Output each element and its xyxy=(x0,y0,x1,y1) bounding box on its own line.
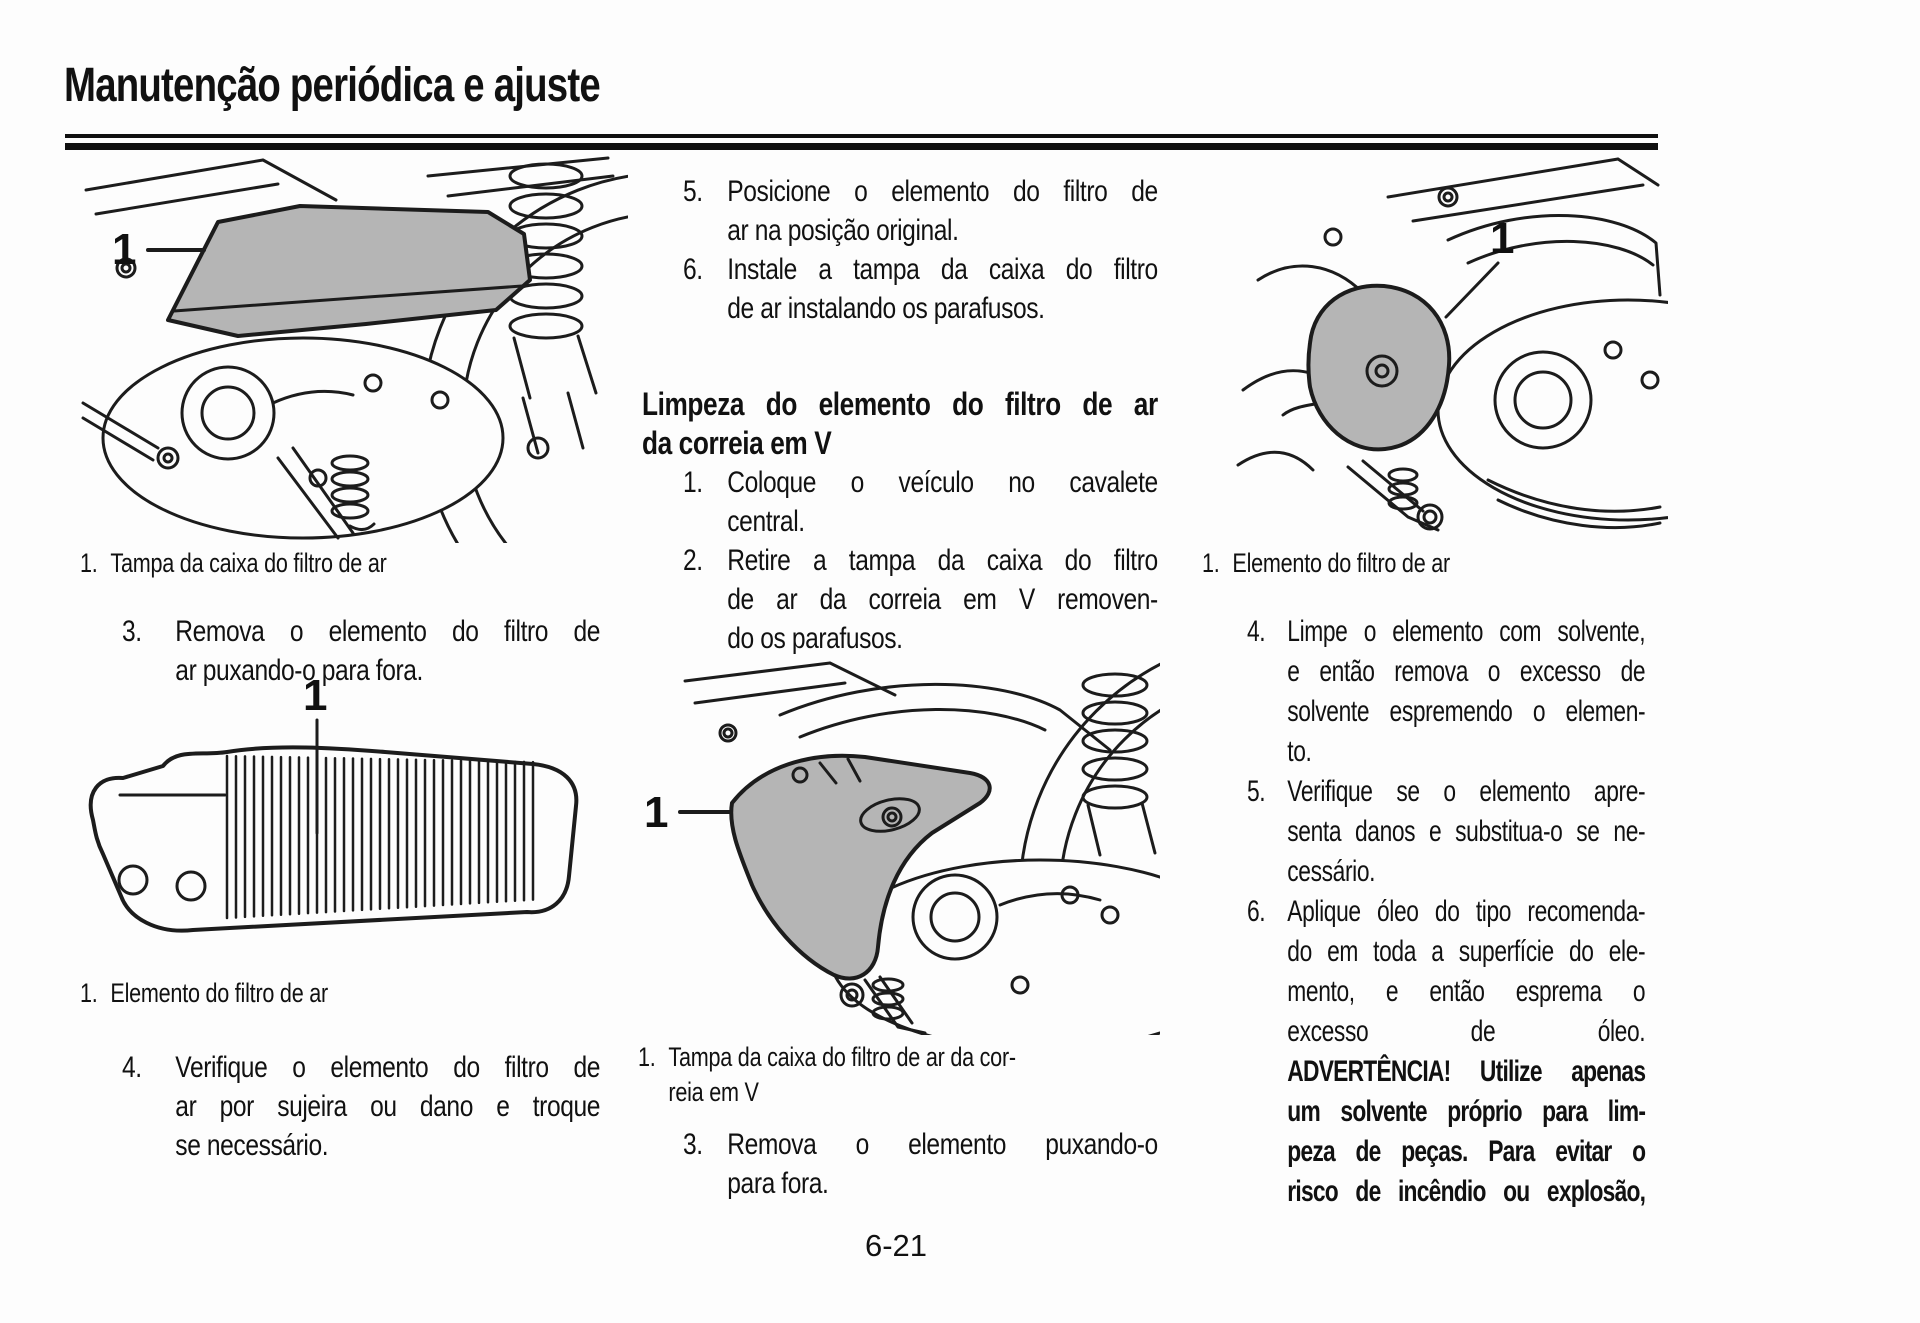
step-number: 3. xyxy=(683,1128,703,1161)
text-line: mento, e então esprema o xyxy=(1287,975,1646,1008)
callout-1-label: 1 xyxy=(644,788,668,837)
figure1-caption: 1. Tampa da caixa do filtro de ar xyxy=(80,548,387,578)
step-number: 4. xyxy=(122,1051,142,1084)
text-line: Tampa da caixa do filtro de ar da cor- xyxy=(668,1042,1016,1072)
body-panel xyxy=(1446,214,1662,297)
warning-text-line: ADVERTÊNCIA! Utilize apenas xyxy=(1287,1055,1646,1088)
right-steps: 4. Limpe o elemento com solvente, e então … xyxy=(1247,612,1646,1212)
text-line: de ar da correia em V removen- xyxy=(727,583,1158,616)
text-line: Verifique o elemento do filtro de xyxy=(175,1051,601,1084)
warning-text-line: peza de peças. Para evitar o xyxy=(1287,1135,1646,1168)
step-number: 5. xyxy=(683,175,703,208)
stand-and-spring xyxy=(81,401,376,540)
callout-1-label: 1 xyxy=(303,671,327,720)
text-line: senta danos e substitua-o se ne- xyxy=(1287,815,1646,848)
text-line: Coloque o veículo no cavalete xyxy=(727,466,1158,499)
figure3-caption: 1. Tampa da caixa do filtro de ar da cor… xyxy=(638,1040,1016,1110)
text-line: se necessário. xyxy=(175,1129,329,1162)
engine-case xyxy=(828,858,1160,1035)
left-step-4: 4. Verifique o elemento do filtro de ar po… xyxy=(122,1048,600,1165)
step-text: Limpe o elemento com solvente, e então re… xyxy=(1287,612,1645,772)
callout-1-label: 1 xyxy=(1490,214,1514,263)
text-line: Aplique óleo do tipo recomenda- xyxy=(1287,895,1646,928)
step-text: Verifique se o elemento apre-senta danos… xyxy=(1287,772,1645,892)
step-number: 1. xyxy=(683,466,703,499)
text-line: ar puxando-o para fora. xyxy=(175,654,423,687)
step-number: 6. xyxy=(683,253,703,286)
vbelt-cover-shaded xyxy=(729,753,992,981)
title-rule-thick xyxy=(65,143,1658,150)
figure-vbelt-filter-cover: 1 xyxy=(640,655,1160,1035)
text-line: Posicione o elemento do filtro de xyxy=(727,175,1158,208)
step-number: 4. xyxy=(1247,615,1266,648)
callout-1-label: 1 xyxy=(112,225,136,274)
text-line: Verifique se o elemento apre- xyxy=(1287,775,1646,808)
text-line: da correia em V xyxy=(642,425,832,461)
body-panel xyxy=(778,682,1112,752)
bodywork-lines xyxy=(84,156,615,216)
figure-air-filter-box-cover: 1 xyxy=(68,148,628,543)
text-line: ar por sujeira ou dano e troque xyxy=(175,1090,601,1123)
left-step-3: 3. Remova o elemento do filtro de ar puxan… xyxy=(122,612,600,690)
step-number: 5. xyxy=(1247,775,1266,808)
text-line: Retire a tampa da caixa do filtro xyxy=(727,544,1158,577)
page-number: 6-21 xyxy=(864,1228,928,1263)
engine-case xyxy=(101,336,505,540)
text-line: do em toda a superfície do ele- xyxy=(1287,935,1646,968)
warning-text-line: um solvente próprio para lim- xyxy=(1287,1095,1646,1128)
text-line: para fora. xyxy=(727,1167,829,1200)
text-line: central. xyxy=(727,505,805,538)
text-line: Limpe o elemento com solvente, xyxy=(1287,615,1646,648)
filter-pleats xyxy=(225,754,535,920)
step-text: Verifique o elemento do filtro de ar por … xyxy=(175,1048,600,1165)
text-line: Instale a tampa da caixa do filtro xyxy=(727,253,1158,286)
title-rule-thin xyxy=(65,134,1658,138)
text-line: reia em V xyxy=(668,1077,759,1107)
shock-spring xyxy=(1081,672,1157,857)
page-title: Manutenção periódica e ajuste xyxy=(64,59,601,112)
figure4-caption: 1. Elemento do filtro de ar xyxy=(1202,548,1450,578)
bodywork-lines xyxy=(683,661,897,705)
bodywork-lines xyxy=(1386,157,1660,223)
step-number: 2. xyxy=(683,544,703,577)
text-line: excesso de óleo. xyxy=(1287,1015,1646,1048)
warning-text-line: risco de incêndio ou explosão, xyxy=(1287,1175,1646,1208)
lower-lines xyxy=(1236,450,1662,530)
middle-steps-5-6: 5. Posicione o elemento do filtro de ar na… xyxy=(683,172,1158,328)
text-line: ar na posição original. xyxy=(727,214,959,247)
step-text: Posicione o elemento do filtro de ar na p… xyxy=(727,172,1158,250)
figure-air-filter-element: 1 xyxy=(65,668,605,968)
callout-leader-line xyxy=(1444,261,1500,319)
step-number: 3. xyxy=(122,615,142,648)
engine-case xyxy=(1436,298,1668,522)
text-line: do os parafusos. xyxy=(727,622,903,655)
stand-and-spring xyxy=(1346,459,1444,532)
text-line: Limpeza do elemento do filtro de ar xyxy=(642,386,1158,422)
text-line: to. xyxy=(1287,735,1312,768)
cover-crease xyxy=(172,284,524,313)
step-text: Coloque o veículo no cavalete central. xyxy=(727,463,1158,541)
step-text: Aplique óleo do tipo recomenda-do em tod… xyxy=(1287,892,1646,1212)
element-outline xyxy=(88,745,579,933)
figure2-caption: 1. Elemento do filtro de ar xyxy=(80,978,328,1008)
step-number: 6. xyxy=(1247,895,1266,928)
step-text: Remova o elemento do filtro de ar puxando… xyxy=(175,612,600,690)
step-text: Remova o elemento puxando-o para fora. xyxy=(727,1125,1158,1203)
text-line: de ar instalando os parafusos. xyxy=(727,292,1045,325)
text-line: cessário. xyxy=(1287,855,1376,888)
stand-and-spring xyxy=(839,975,927,1035)
figure-filter-element-installed: 1 xyxy=(1198,145,1668,545)
air-filter-box-cover-shaded xyxy=(166,204,532,338)
text-line: Remova o elemento puxando-o xyxy=(727,1128,1158,1161)
text-line: e então remova o excesso de xyxy=(1287,655,1646,688)
text-line: Remova o elemento do filtro de xyxy=(175,615,601,648)
text-line: solvente espremendo o elemen- xyxy=(1287,695,1646,728)
middle-step-3: 3. Remova o elemento puxando-o para fora. xyxy=(683,1125,1158,1203)
step-text: Instale a tampa da caixa do filtro de ar … xyxy=(727,250,1158,328)
step-text: Retire a tampa da caixa do filtro de ar d… xyxy=(727,541,1158,658)
shock-spring xyxy=(508,162,598,460)
